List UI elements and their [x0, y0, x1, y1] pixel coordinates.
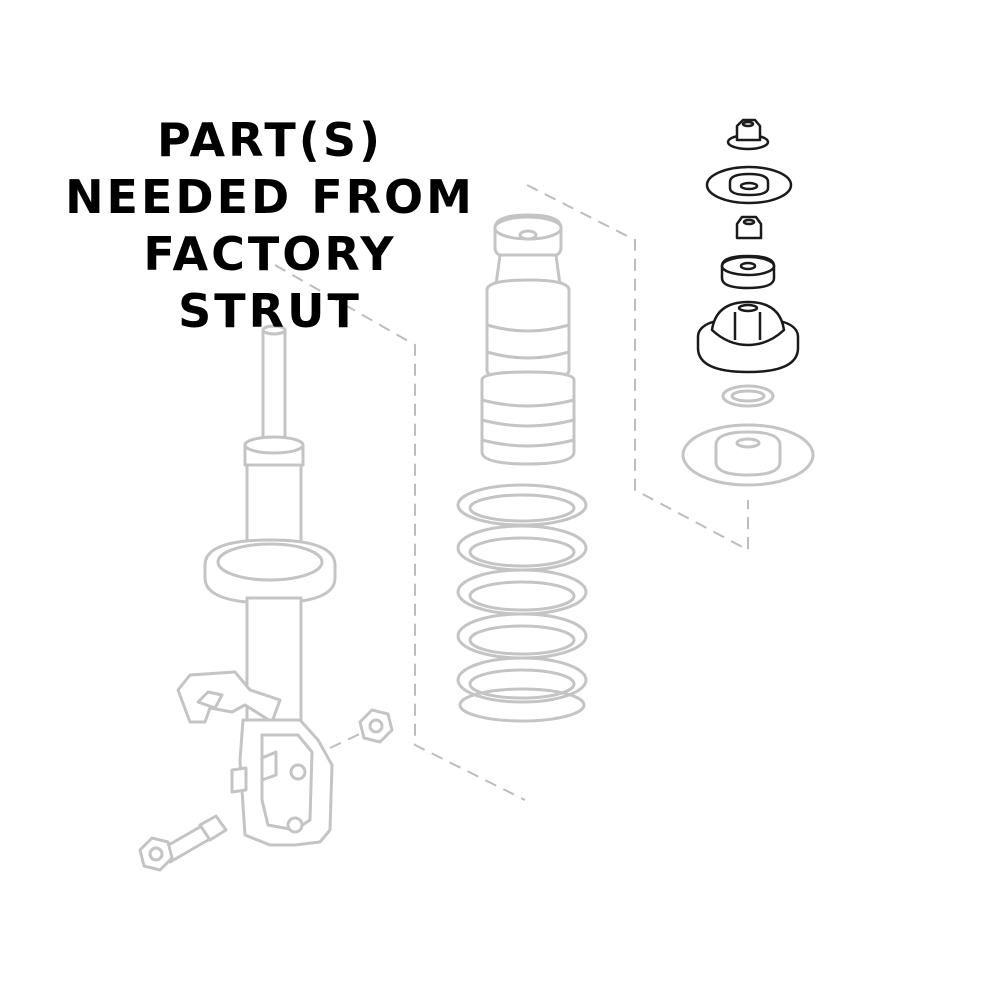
small-hex-nut-hole — [742, 218, 756, 226]
dust-boot-bellows — [480, 370, 576, 466]
rod-collar-top — [243, 435, 305, 455]
clevis-tab — [230, 766, 248, 794]
dust-boot-fold-2 — [481, 418, 575, 428]
clevis-bolt-head-center — [148, 846, 164, 862]
spring-seat-inner — [216, 542, 324, 582]
clevis-bolt-hole-upper — [289, 763, 307, 781]
coil-spring — [456, 483, 588, 723]
brake-hose-bracket-slot — [196, 690, 224, 710]
brake-hose-bracket — [176, 670, 282, 724]
piston-rod-tip — [261, 324, 287, 336]
upper-spring-seat-boss — [714, 430, 782, 477]
large-washer-hole — [739, 181, 759, 191]
caption-line-1: PART(S) — [156, 113, 383, 167]
small-hex-nut — [735, 215, 763, 240]
strut-mount — [696, 300, 800, 374]
strut-mount-dome — [710, 300, 786, 347]
required-parts-stack — [696, 118, 800, 374]
piston-rod — [261, 328, 287, 450]
leader-line-bolt — [329, 729, 369, 749]
spring-coil-1-outer — [456, 483, 588, 527]
bump-stop-hole — [518, 229, 538, 241]
strut-mount-hole — [737, 303, 759, 313]
strut-assembly — [176, 324, 337, 847]
thin-spacer-washer-inner — [730, 389, 766, 403]
leader-lines — [274, 184, 749, 801]
caption-line-3: FACTORY — [143, 227, 397, 281]
spring-coil-4-inner — [468, 624, 576, 656]
clevis-nut-hole — [368, 718, 384, 734]
large-washer — [705, 165, 793, 205]
spring-coil-2-outer — [456, 524, 588, 572]
clevis-bolt-thread — [198, 814, 228, 842]
spring-coil-2-inner — [468, 536, 576, 568]
top-flange-nut-hole — [741, 120, 755, 128]
spring-coil-5-inner — [468, 668, 576, 700]
upper-bushing-hole — [739, 261, 757, 271]
dust-boot-ridge-1 — [486, 323, 570, 333]
top-flange-nut — [726, 118, 770, 151]
spring-coil-6-outer — [458, 687, 586, 723]
caption-line-4: STRUT — [178, 284, 362, 338]
clevis-rib — [260, 750, 278, 782]
dust-boot-fold-1 — [481, 398, 575, 408]
upper-bushing — [720, 254, 776, 290]
upper-spring-seat-hole — [735, 437, 761, 449]
spring-coil-1-inner — [468, 493, 576, 523]
bump-stop-boot — [480, 213, 576, 466]
lower-mount-parts — [681, 384, 815, 487]
spring-coil-3-inner — [468, 580, 576, 612]
dust-boot-ridge-2 — [486, 350, 570, 360]
dust-boot-fold-3 — [481, 438, 575, 448]
strut-mount-rib — [733, 312, 762, 340]
clevis-bolt — [138, 814, 228, 872]
leader-line-strut — [274, 264, 526, 801]
clevis-bolt-hole-lower — [286, 816, 304, 834]
spring-coil-5-outer — [456, 656, 588, 704]
required-parts-caption: PART(S) NEEDED FROM FACTORY STRUT — [60, 112, 480, 340]
leader-line-spring — [526, 184, 749, 552]
spring-coil-3-outer — [456, 568, 588, 616]
spring-coil-4-outer — [456, 612, 588, 660]
clevis-nut — [358, 708, 394, 744]
knuckle-clevis-flange — [260, 733, 314, 832]
caption-line-2: NEEDED FROM — [65, 170, 475, 224]
